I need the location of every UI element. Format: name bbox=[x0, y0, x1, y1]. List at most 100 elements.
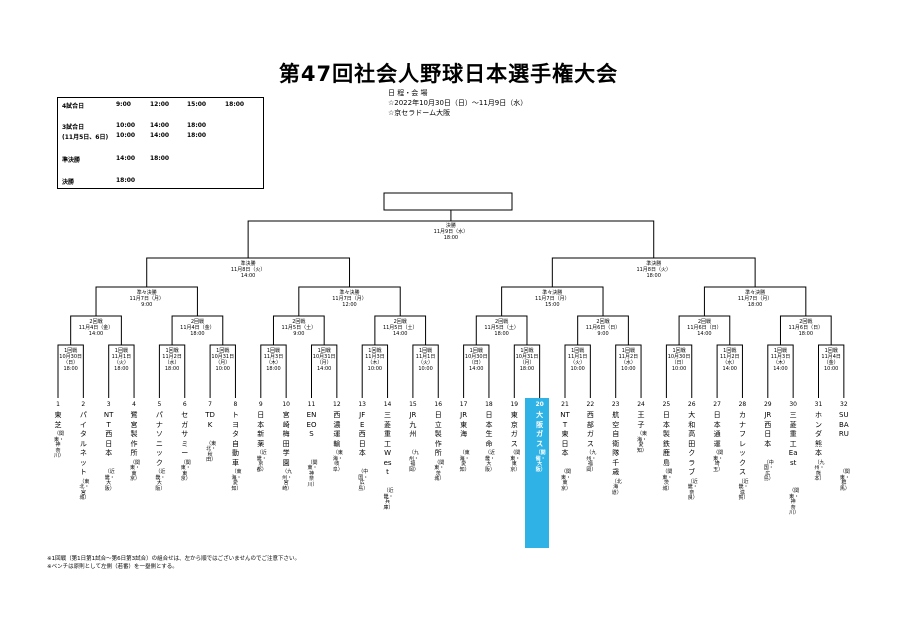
team-number: 5 bbox=[157, 401, 162, 408]
team-name: 大和高田クラブ bbox=[688, 411, 696, 476]
team-region: （九州・熊本） bbox=[814, 459, 825, 482]
first-round-match-label-date: 11月3日 bbox=[263, 354, 284, 360]
first-round-match-label-day: （金） bbox=[823, 360, 839, 366]
first-round-match-label-label: 1回戦 bbox=[64, 348, 78, 354]
team-region: （関東・神奈川） bbox=[789, 488, 800, 516]
schedule-time: 10:00 bbox=[116, 122, 136, 129]
first-round-match-label-date: 10月30日 bbox=[667, 354, 691, 360]
team-number: 3 bbox=[106, 401, 111, 408]
first-round-match-label-date: 10月31日 bbox=[515, 354, 539, 360]
second-round-match-label-date: 11月6日（日） bbox=[788, 325, 824, 331]
quarterfinal-match-label-date: 11月7日（月） bbox=[737, 296, 773, 302]
first-round-match-label-day: （日） bbox=[468, 360, 484, 366]
first-round-match-label-date: 10月30日 bbox=[464, 354, 488, 360]
team-name: NTT西日本 bbox=[103, 411, 114, 457]
second-round-match-label-time: 9:00 bbox=[597, 331, 609, 337]
team-number: 1 bbox=[56, 401, 60, 408]
team-number: 12 bbox=[333, 401, 341, 408]
second-round-match-label-time: 14:00 bbox=[88, 331, 104, 337]
final-match-label-date: 11月9日（水） bbox=[433, 229, 469, 235]
semifinal-match-label-time: 14:00 bbox=[240, 273, 256, 279]
quarterfinal-match-label-label: 準々決勝 bbox=[136, 290, 157, 296]
team-name: SUBARU bbox=[838, 411, 849, 438]
team-region: （九州・福岡） bbox=[586, 450, 597, 473]
team-name: NTT東日本 bbox=[560, 411, 570, 457]
first-round-match-label-day: （水） bbox=[620, 360, 636, 366]
schedule-time: 14:00 bbox=[150, 122, 170, 129]
team-number: 15 bbox=[409, 401, 417, 408]
quarterfinal-match-label-date: 11月7日（月） bbox=[129, 296, 164, 302]
first-round-match-label-day: （水） bbox=[722, 360, 738, 366]
first-round-match-label-time: 14:00 bbox=[722, 366, 737, 372]
team-number: 7 bbox=[208, 401, 212, 408]
team-region: （関東・東京） bbox=[130, 459, 141, 482]
team-region: （九州・宮崎） bbox=[282, 469, 293, 492]
first-round-match-label-label: 1回戦 bbox=[266, 348, 281, 354]
schedule-row-label: (11月5日、6日) bbox=[62, 134, 109, 141]
schedule-row-label: 3試合日 bbox=[62, 124, 85, 131]
team-region: （関東・群馬） bbox=[839, 469, 850, 492]
team-name: ホンダ熊本 bbox=[815, 411, 822, 457]
second-round-match-label-date: 11月5日（土） bbox=[382, 325, 418, 331]
schedule-time: 18:00 bbox=[225, 101, 245, 108]
team-number: 23 bbox=[611, 401, 620, 408]
first-round-match-label-label: 1回戦 bbox=[368, 348, 382, 354]
bracket-lines bbox=[57, 210, 845, 398]
page-title: 第47回社会人野球日本選手権大会 bbox=[278, 62, 619, 86]
team-name: 三菱重工West bbox=[383, 411, 392, 476]
schedule-row-label: 準決勝 bbox=[62, 157, 81, 164]
first-round-match-label-day: （火） bbox=[570, 360, 586, 366]
team-number: 31 bbox=[814, 401, 823, 408]
team-name: 日本新薬 bbox=[257, 411, 265, 448]
quarterfinal-match-label-label: 準々決勝 bbox=[745, 290, 766, 296]
first-round-match-label-time: 10:00 bbox=[671, 366, 687, 372]
team-name: ENEOS bbox=[306, 411, 317, 438]
quarterfinal-match-label-date: 11月7日（月） bbox=[332, 296, 367, 302]
team-number: 8 bbox=[233, 401, 238, 408]
team-region: （東海・愛知） bbox=[231, 469, 242, 492]
team-number: 6 bbox=[182, 401, 187, 408]
first-round-match-label-date: 11月2日 bbox=[162, 354, 182, 360]
quarterfinal-match-label-time: 18:00 bbox=[747, 302, 763, 308]
team-name: 鷺宮製作所 bbox=[130, 411, 138, 457]
team-name: 航空自衛隊千歳 bbox=[612, 411, 620, 476]
team-region: （東北・秋田） bbox=[206, 440, 217, 463]
team-name: セガサミー bbox=[181, 411, 189, 457]
team-region: （関東・埼玉） bbox=[713, 450, 724, 473]
quarterfinal-match-label-label: 準々決勝 bbox=[542, 290, 563, 296]
semifinal-match-label-date: 11月8日（火） bbox=[230, 267, 266, 273]
team-region: （近畿・大阪） bbox=[484, 450, 495, 473]
team-name: トヨタ自動車 bbox=[231, 411, 239, 467]
team-name: JR東海 bbox=[460, 411, 468, 438]
team-name: パナソニック bbox=[155, 411, 163, 467]
schedule-time: 15:00 bbox=[187, 101, 207, 108]
quarterfinal-match-label-time: 12:00 bbox=[342, 302, 357, 308]
team-number: 21 bbox=[561, 401, 569, 408]
team-name: 東芝 bbox=[54, 411, 62, 429]
footnote-2: ※ベンチは原則として左側（若番）を一塁側とする。 bbox=[47, 564, 178, 570]
schedule-time: 9:00 bbox=[116, 101, 131, 108]
final-match-label-label: 決勝 bbox=[445, 223, 456, 229]
second-round-match-label-date: 11月4日（金） bbox=[78, 325, 114, 331]
second-round-match-label-time: 18:00 bbox=[190, 331, 205, 337]
second-round-match-label-date: 11月6日（日） bbox=[585, 325, 621, 331]
team-region: （関東・東京） bbox=[180, 459, 191, 482]
